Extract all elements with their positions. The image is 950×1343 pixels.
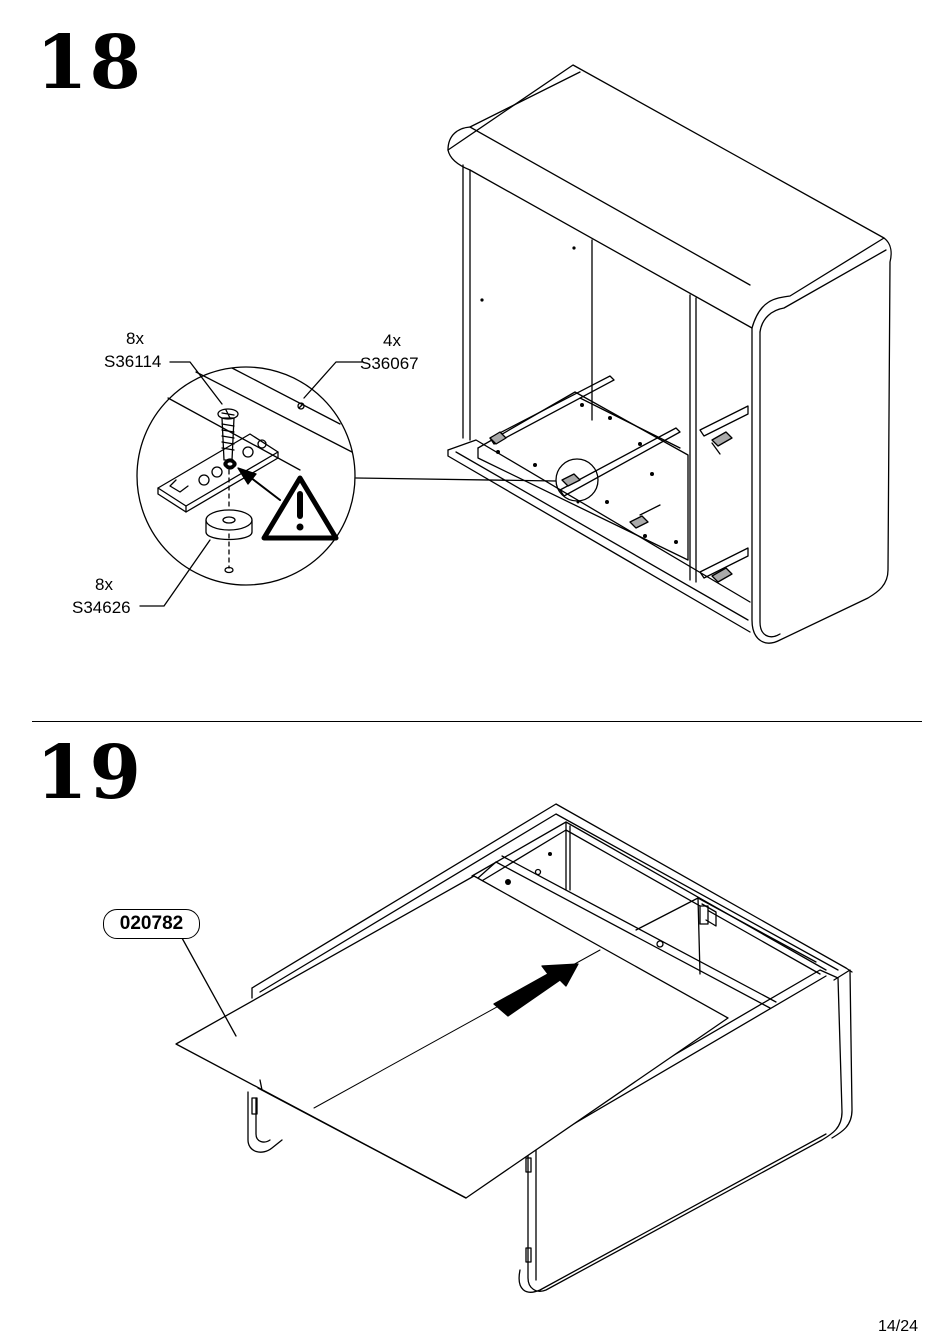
cabinet-illustration: [448, 65, 891, 643]
warning-triangle-icon: [264, 478, 336, 538]
page-number: 14/24: [878, 1318, 918, 1336]
step-number-19: 19: [36, 736, 143, 810]
detail-magnifier: [137, 362, 556, 606]
step-divider: [32, 721, 922, 722]
drawer-illustration: [176, 804, 852, 1292]
part-number-badge: 020782: [103, 909, 200, 939]
